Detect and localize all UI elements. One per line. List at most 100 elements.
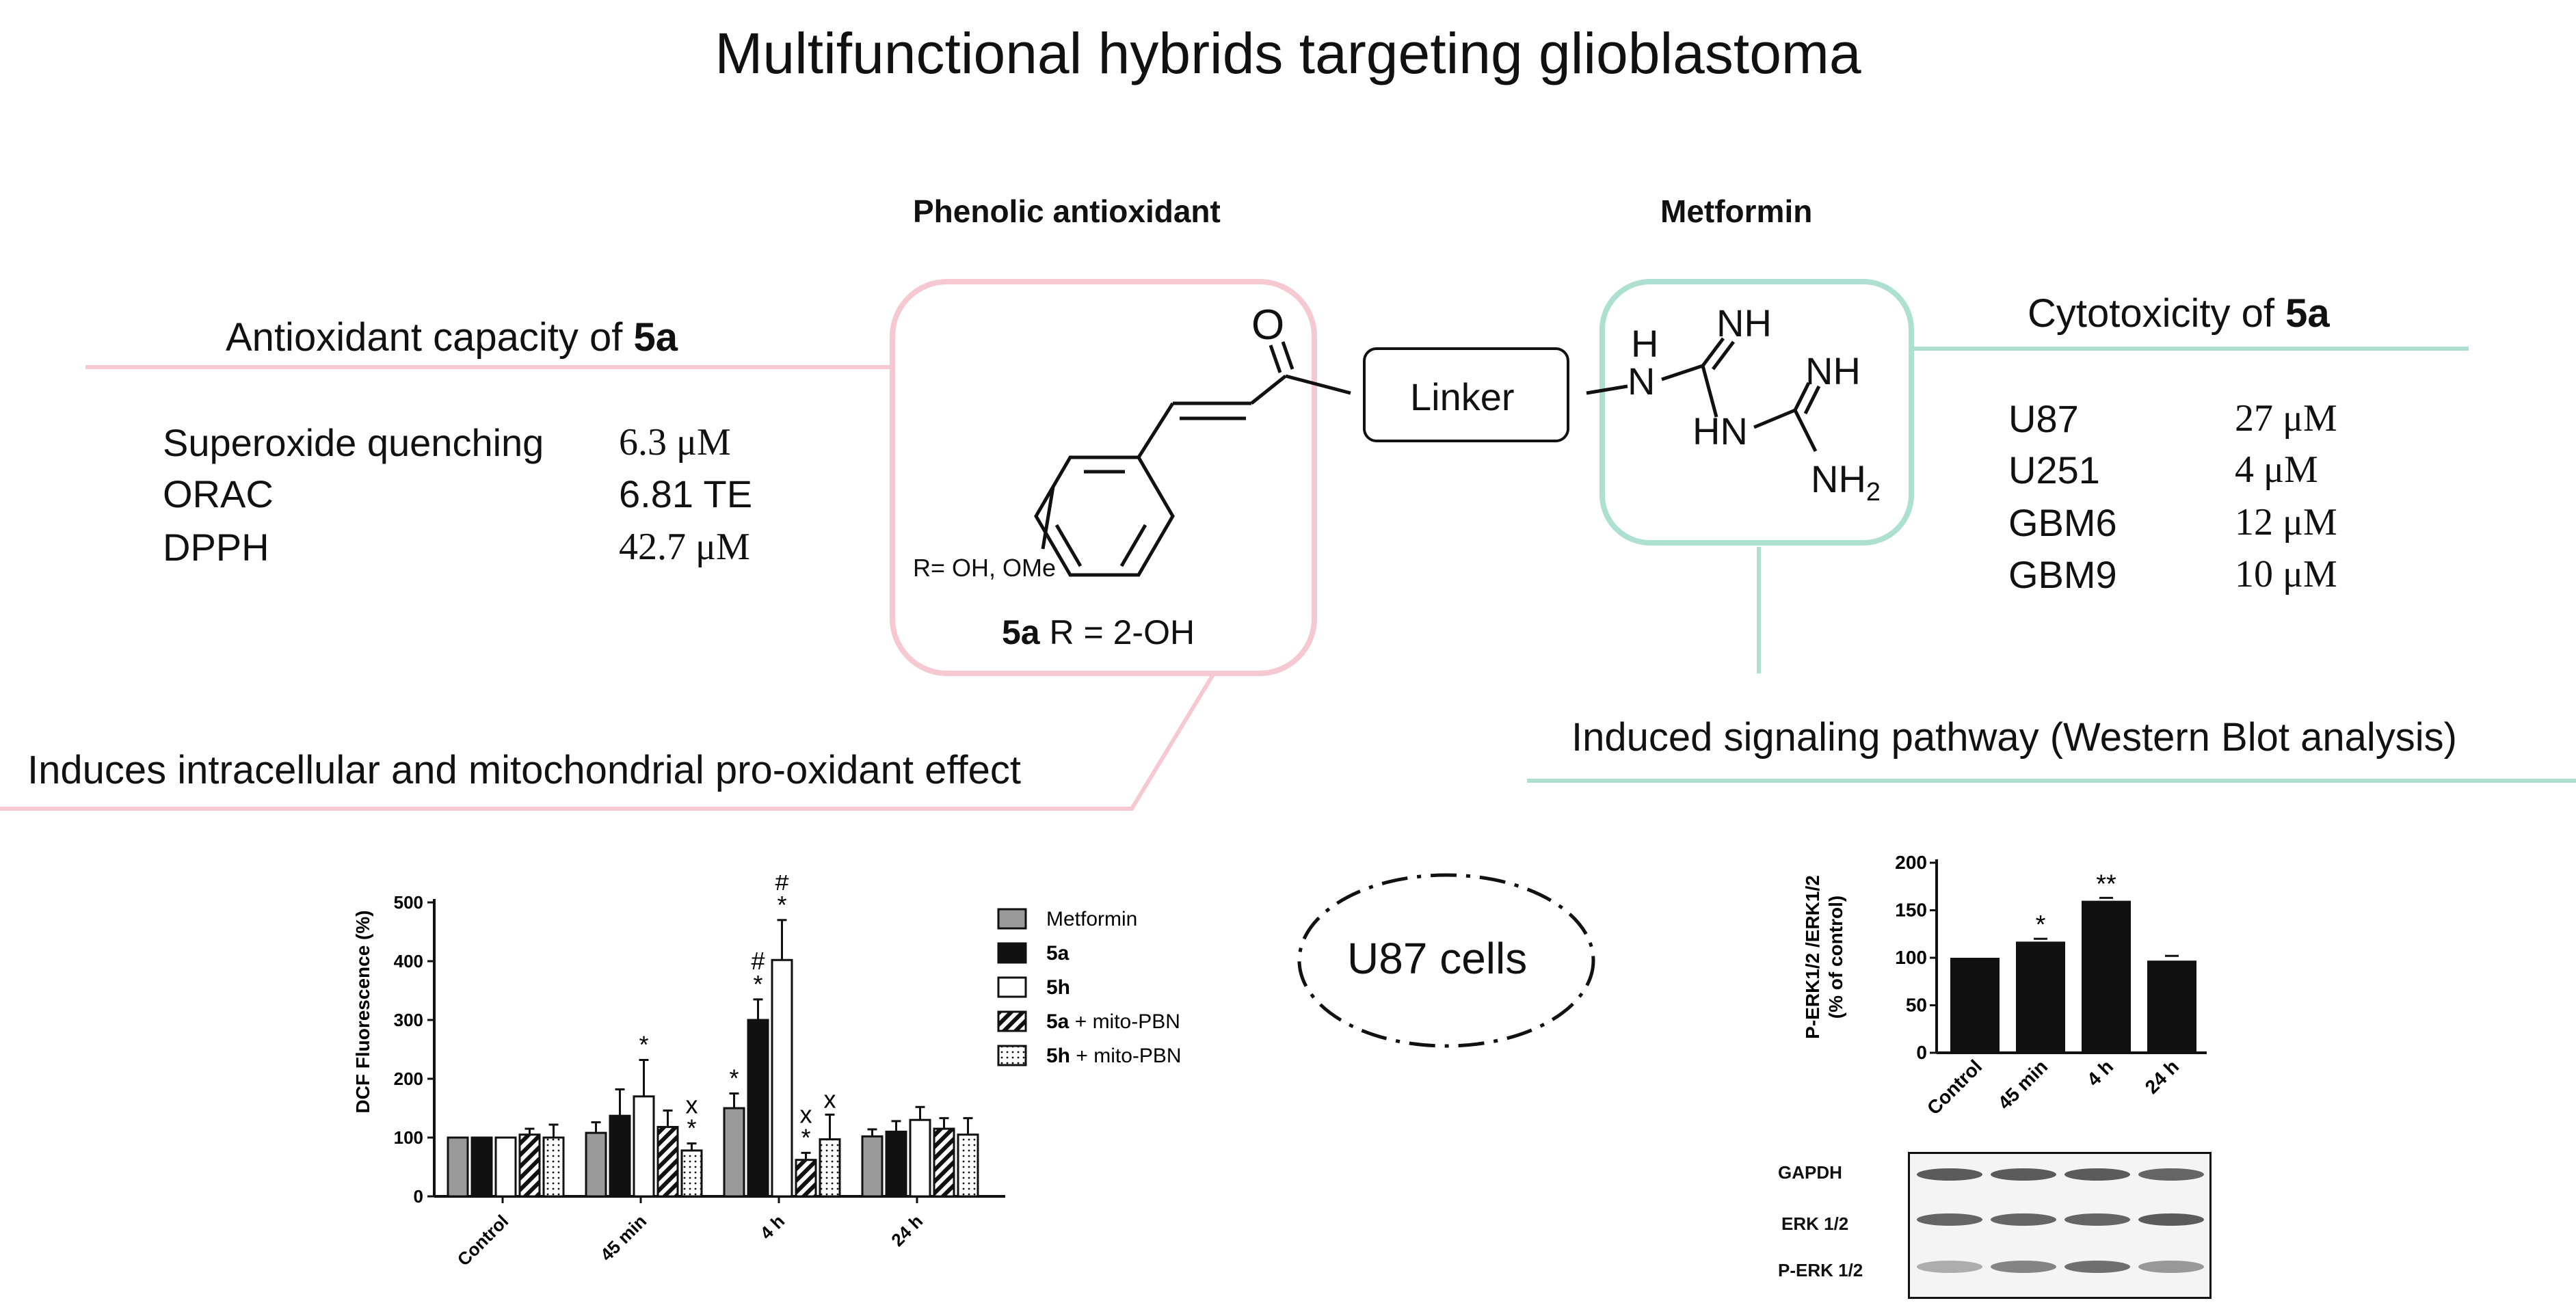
dcf-bar (542, 1136, 565, 1198)
perk-y-tick-label: 50 (1906, 995, 1927, 1016)
chain-bond-3 (1250, 375, 1287, 405)
perk-x-tick-label: Control (1923, 1056, 1986, 1118)
dcf-significance-mark: * (639, 1030, 648, 1058)
antioxidant-label-superoxide: Superoxide quenching (163, 421, 544, 464)
dcf-significance-mark: # (751, 947, 765, 975)
dcf-bar (633, 1095, 655, 1198)
dcf-x-tick-label: 4 h (756, 1211, 788, 1244)
guan-bond-5b (1803, 385, 1821, 415)
dcf-bar (795, 1159, 817, 1198)
guan-bond-6 (1793, 409, 1818, 453)
western-blot-band (1917, 1261, 1982, 1273)
compound-caption: 5a R = 2-OH (1002, 613, 1195, 652)
dcf-legend-label-bold: 5h (1046, 1045, 1070, 1067)
dcf-x-tick-label: 45 min (596, 1211, 650, 1265)
r-bond (1041, 486, 1055, 550)
dcf-legend-label-bold: 5h (1046, 976, 1070, 999)
antioxidant-heading-compound: 5a (633, 315, 678, 360)
western-blot-band (1991, 1261, 2056, 1273)
perk-bar (2082, 900, 2131, 1053)
cytotoxicity-label-gbm6: GBM6 (2008, 501, 2117, 544)
dcf-bar (819, 1138, 841, 1198)
prooxidant-connector (0, 672, 1216, 811)
antioxidant-label-orac: ORAC (163, 472, 274, 515)
dcf-bar (957, 1133, 979, 1198)
guanidine-nh2: NH2 (1811, 457, 1881, 507)
perk-y-axis-label: P-ERK1/2 /ERK1/2 (1802, 875, 1823, 1039)
perk-y-tick-label: 0 (1916, 1042, 1927, 1063)
dcf-legend-label-rest: + mito-PBN (1070, 1045, 1182, 1067)
dcf-significance-mark: * (801, 1123, 810, 1151)
dcf-significance-mark: x (686, 1091, 698, 1119)
carbonyl-oxygen: O (1251, 301, 1285, 349)
perk-y-tick-label: 100 (1895, 947, 1927, 968)
wb-label-gapdh: GAPDH (1778, 1162, 1842, 1183)
linker-label: Linker (1410, 375, 1515, 418)
r-group-label: R= OH, OMe (913, 554, 1057, 582)
compound-caption-rest: R = 2-OH (1039, 613, 1195, 652)
metformin-header: Metformin (1660, 193, 1813, 229)
guanidine-structure (1661, 337, 1821, 453)
cytotoxicity-value-gbm9: 10 μM (2235, 553, 2337, 595)
guanidine-nh2-text: NH (1811, 457, 1866, 500)
dcf-bar (585, 1131, 607, 1198)
guanidine-nh-right: NH (1805, 349, 1861, 392)
chain-bond-4 (1285, 374, 1351, 395)
western-blot-band (2138, 1213, 2204, 1226)
dcf-bar (656, 1126, 679, 1198)
dcf-legend-label-rest: + mito-PBN (1069, 1010, 1180, 1033)
guanidine-hn: HN (1692, 409, 1748, 453)
antioxidant-value-dpph: 42.7 μM (619, 526, 750, 568)
cytotoxicity-value-u87: 27 μM (2235, 397, 2337, 440)
dcf-significance-mark: * (777, 891, 786, 919)
cytotoxicity-heading-compound: 5a (2285, 291, 2330, 336)
perk-significance-mark: ** (2096, 870, 2116, 898)
page-title: Multifunctional hybrids targeting gliobl… (715, 21, 1861, 85)
dcf-y-tick-label: 400 (394, 951, 423, 971)
dcf-legend-swatch (997, 1045, 1027, 1066)
western-blot-bands (1917, 1168, 2204, 1273)
dcf-significance-mark: # (775, 875, 788, 896)
wb-label-erk: ERK 1/2 (1781, 1213, 1849, 1234)
antioxidant-value-superoxide: 6.3 μM (619, 421, 731, 464)
dcf-legend-swatch (997, 976, 1027, 998)
metformin-box (1599, 279, 1914, 546)
guan-bond-1 (1661, 364, 1703, 381)
perk-y-axis-label-unit: (% of control) (1825, 896, 1846, 1019)
dcf-y-tick-label: 100 (394, 1127, 423, 1148)
cytotoxicity-value-u251: 4 μM (2235, 448, 2318, 491)
perk-y-tick-label: 150 (1895, 900, 1927, 921)
perk-chart: P-ERK1/2 /ERK1/2 (% of control) 0 50 100 15… (1802, 852, 2207, 1119)
western-blot-band (2064, 1213, 2130, 1226)
western-blot-band (1991, 1168, 2056, 1181)
dcf-legend-label-bold: 5a (1046, 942, 1070, 965)
dcf-bar (861, 1135, 884, 1198)
cytotoxicity-label-gbm9: GBM9 (2008, 553, 2117, 596)
dcf-bar (771, 958, 793, 1198)
phenolic-box (890, 279, 1317, 676)
linker-bond (1586, 384, 1628, 395)
chain-bond-1 (1137, 402, 1175, 459)
chalcone-structure (1034, 341, 1351, 577)
dcf-bar (909, 1118, 931, 1198)
dcf-legend-swatch (997, 942, 1027, 964)
guan-bond-3 (1701, 365, 1718, 418)
guanidine-nh2-subscript: 2 (1865, 478, 1881, 507)
dcf-significance-mark: x (800, 1100, 812, 1128)
compound-caption-bold: 5a (1002, 613, 1040, 652)
dcf-bar (609, 1114, 631, 1198)
dcf-bar (518, 1133, 541, 1198)
dcf-legend-label: 5h + mito-PBN (1046, 1045, 1182, 1067)
perk-bar (2016, 941, 2065, 1053)
western-blot-band (2064, 1261, 2130, 1273)
linker-box (1363, 347, 1569, 442)
perk-x-tick-label: 24 h (2141, 1056, 2183, 1098)
dcf-significance-mark: x (824, 1085, 836, 1113)
dcf-significance-mark: * (753, 970, 762, 998)
dcf-legend-swatch (997, 908, 1027, 930)
guan-bond-4 (1753, 408, 1796, 429)
u87-cells-ellipse (1297, 873, 1595, 1048)
western-blot-band (1917, 1168, 1982, 1181)
dcf-bar (680, 1149, 703, 1198)
guan-bond-2b (1712, 340, 1735, 371)
